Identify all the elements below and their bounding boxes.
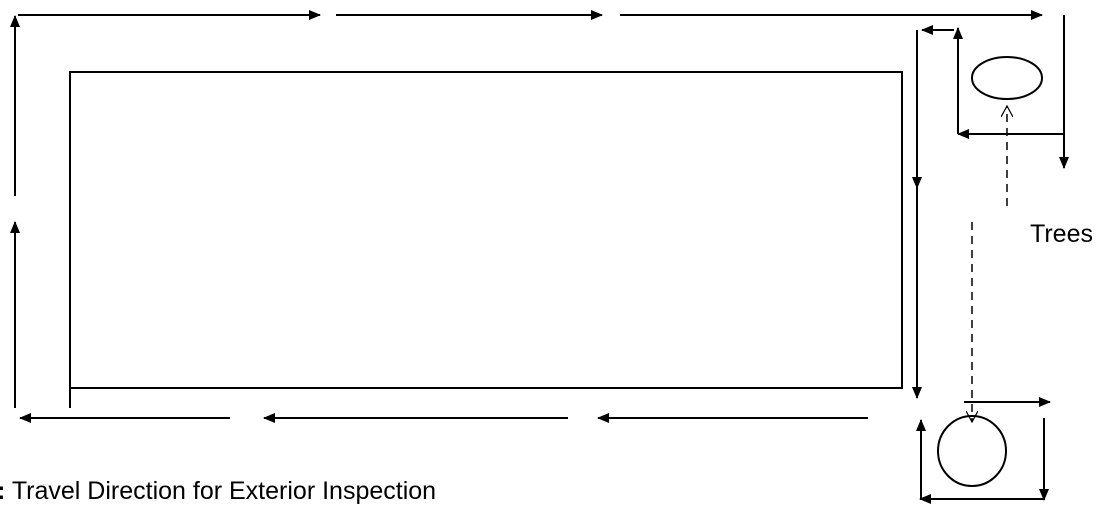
lower-tree-loop [916,397,1051,504]
caption-prefix: : [0,477,5,505]
tree-icon [937,415,1007,487]
right-path-arrows [912,25,954,399]
tree-pointers [972,106,1007,422]
building-outline [69,71,903,389]
figure-caption: : Travel Direction for Exterior Inspecti… [0,477,436,505]
trees-label: Trees [1030,220,1093,248]
caption-text: Travel Direction for Exterior Inspection [5,477,436,505]
tree-icon [971,56,1043,100]
upper-tree-loop [953,15,1069,169]
